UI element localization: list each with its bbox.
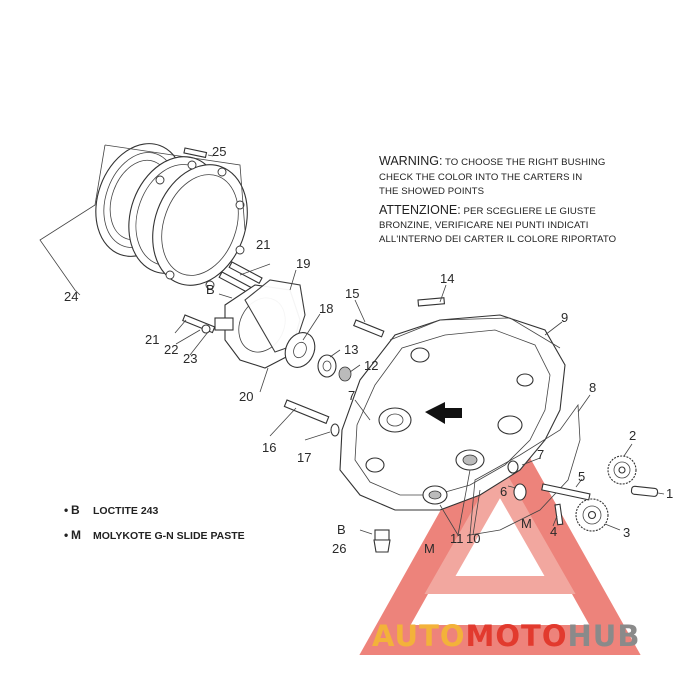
warning-line2: CHECK THE COLOR INTO THE CARTERS IN [379,172,582,183]
label-13: 13 [344,342,358,357]
label-6: 6 [500,484,507,499]
warning-line3: THE SHOWED POINTS [379,186,484,197]
label-2: 2 [629,428,636,443]
part-labels: 25 24 21 19 B 18 21 22 23 13 12 20 15 14… [64,144,673,556]
warning-line1: TO CHOOSE THE RIGHT BUSHING [442,157,605,168]
label-4: 4 [550,524,557,539]
legend: • B LOCTITE 243 • M MOLYKOTE G-N SLIDE P… [64,503,245,542]
clutch-cover-assembly [39,143,248,296]
svg-text:ATTENZIONE: PER SCEGLIERE LE G: ATTENZIONE: PER SCEGLIERE LE GIUSTE [379,203,596,217]
label-3: 3 [623,525,630,540]
label-17: 17 [297,450,311,465]
legend-drop-icon: • [64,503,68,517]
label-9: 9 [561,310,568,325]
legend-text-b: LOCTITE 243 [93,505,159,517]
bolt-25 [183,147,214,159]
watermark-hub: HUB [568,619,641,653]
attenzione-title: ATTENZIONE: [379,203,461,217]
label-21-top: 21 [256,237,270,252]
svg-text:AUTOMOTOHUB: AUTOMOTOHUB [372,619,640,653]
label-18: 18 [319,301,333,316]
label-8: 8 [589,380,596,395]
legend-key-m: M [71,528,81,542]
label-19: 19 [296,256,310,271]
label-26: 26 [332,541,346,556]
label-11: 11 [450,531,464,546]
label-7-left: 7 [348,388,355,403]
warning-line6: ALL'INTERNO DEI CARTER IL COLORE RIPORTA… [379,234,616,245]
label-1: 1 [666,486,673,501]
label-14: 14 [440,271,454,286]
label-22: 22 [164,342,178,357]
water-pump-assembly [182,261,352,382]
marker-b-pump: B [206,282,215,297]
legend-text-m: MOLYKOTE G-N SLIDE PASTE [93,530,245,542]
label-25: 25 [212,144,226,159]
label-24: 24 [64,289,78,304]
warning-line5: BRONZINE, VERIFICARE NEI PUNTI INDICATI [379,220,588,231]
watermark-wordmark: AUTOMOTOHUB [372,619,640,653]
label-7-right: 7 [537,447,544,462]
svg-text:WARNING: TO CHOOSE THE RIGHT B: WARNING: TO CHOOSE THE RIGHT BUSHING [379,154,606,168]
label-10: 10 [466,531,480,546]
label-15: 15 [345,286,359,301]
warning-note: WARNING: TO CHOOSE THE RIGHT BUSHING CHE… [379,154,616,245]
watermark-moto: MOTO [466,619,568,653]
label-16: 16 [262,440,276,455]
watermark-auto: AUTO [372,619,466,653]
label-23: 23 [183,351,197,366]
marker-m-shaft: M [521,516,532,531]
label-21-bottom: 21 [145,332,159,347]
leader-lines [174,284,665,536]
marker-b-plug: B [337,522,346,537]
bolts-14-15-16 [283,297,446,437]
warning-line4: PER SCEGLIERE LE GIUSTE [461,206,596,217]
label-20: 20 [239,389,253,404]
gasket-8 [469,403,581,536]
label-5: 5 [578,469,585,484]
marker-m-bushings: M [424,541,435,556]
drain-plug-26 [359,529,391,553]
legend-key-b: B [71,503,80,517]
label-12: 12 [364,358,378,373]
warning-title: WARNING: [379,154,442,168]
legend-drop-icon: • [64,528,68,542]
gear-shaft-group [507,455,659,532]
